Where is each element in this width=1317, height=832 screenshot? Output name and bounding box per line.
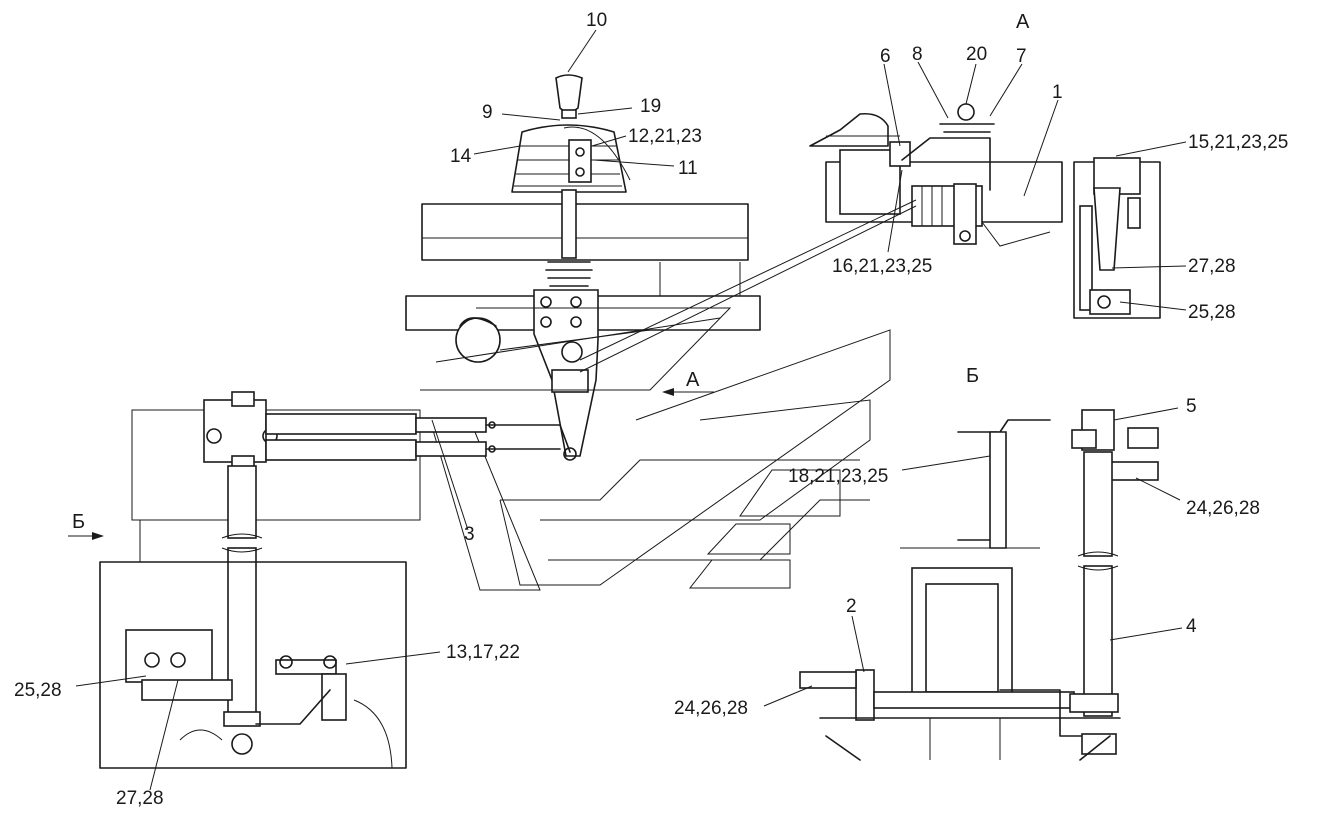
callout-18-21-23-25: 18,21,23,25 (788, 466, 888, 487)
callout-10: 10 (586, 10, 607, 31)
lower-base (99, 520, 407, 769)
vertical-shaft-main (221, 465, 263, 755)
callout-3: 3 (464, 524, 475, 545)
callout-14: 14 (450, 146, 472, 167)
view-a-arrow-label: А (686, 369, 700, 391)
callout-6: 6 (880, 46, 891, 67)
arrow-b (92, 532, 104, 540)
lever-knob (555, 74, 583, 113)
callout-15-21-23-25: 15,21,23,25 (1188, 132, 1288, 153)
callout-7: 7 (1016, 46, 1027, 67)
callout-13-17-22: 13,17,22 (446, 642, 520, 663)
gear-lever-assembly (405, 74, 761, 461)
callout-27-28-main: 27,28 (116, 788, 164, 809)
callout-9: 9 (482, 102, 493, 123)
callout-5: 5 (1186, 396, 1197, 417)
callout-4: 4 (1186, 616, 1197, 637)
callout-1: 1 (1052, 82, 1063, 103)
callout-19: 19 (640, 96, 661, 117)
callout-8: 8 (912, 44, 923, 65)
view-a-title: А (1016, 11, 1030, 33)
callout-24-26-28-left: 24,26,28 (674, 698, 748, 719)
callout-16-21-23-25: 16,21,23,25 (832, 256, 932, 277)
callout-12-21-23: 12,21,23 (628, 126, 702, 147)
view-b-arrow-label: Б (72, 511, 85, 533)
callout-24-26-28-right: 24,26,28 (1186, 498, 1260, 519)
linkage-rods (203, 391, 571, 471)
callout-25-28-main: 25,28 (14, 680, 62, 701)
lever-spring (545, 261, 593, 287)
arrow-a (662, 388, 674, 396)
callout-20: 20 (966, 44, 987, 65)
body-outline (131, 329, 891, 591)
view-b-title: Б (966, 365, 979, 387)
callout-11: 11 (678, 158, 698, 179)
callout-labels: А Б А Б 10 9 19 12,21,23 14 11 6 8 20 7 … (14, 10, 1288, 809)
view-b-detail (799, 409, 1159, 761)
callout-2: 2 (846, 596, 857, 617)
callout-25-28-view-a: 25,28 (1188, 302, 1236, 323)
callout-27-28-view-a: 27,28 (1188, 256, 1236, 277)
leader-lines (68, 29, 1187, 791)
view-a-detail (809, 103, 1161, 319)
